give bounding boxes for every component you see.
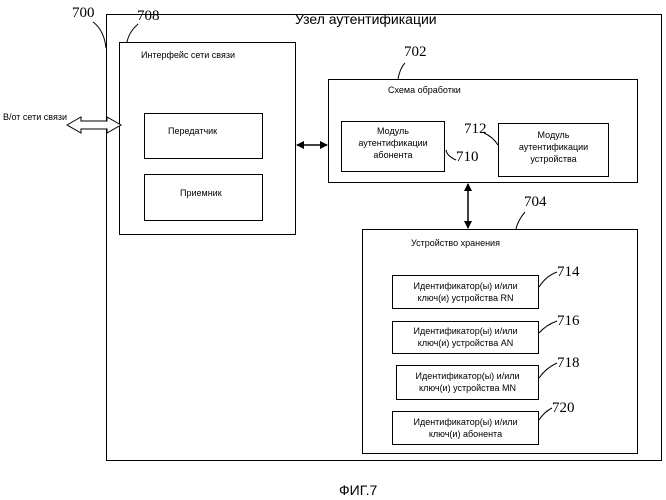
leader-710 (446, 150, 456, 160)
leader-720 (539, 408, 552, 420)
leader-718 (539, 363, 557, 378)
leader-704 (516, 212, 525, 229)
leader-712 (484, 133, 498, 145)
leader-716 (539, 321, 557, 333)
leader-714 (539, 272, 557, 287)
leader-700 (93, 22, 106, 48)
external-double-arrow (67, 117, 121, 133)
leader-708 (127, 24, 138, 42)
leader-702 (398, 63, 405, 79)
